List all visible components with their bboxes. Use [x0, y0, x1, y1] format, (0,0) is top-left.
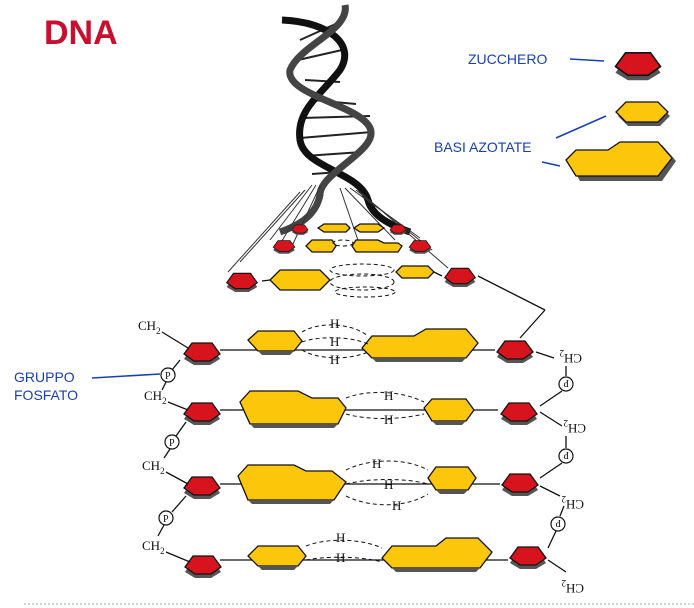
phosphate-symbol: P — [563, 449, 569, 460]
phosphate-circle — [158, 510, 174, 526]
ch2-label: CH2 — [142, 538, 165, 556]
helix-strand-2 — [278, 4, 375, 236]
h-bond-label: H — [330, 334, 339, 349]
sugar-legend-icon — [614, 51, 662, 82]
phosphate-symbol: P — [165, 371, 171, 382]
ch2-label: CH2 — [561, 494, 584, 512]
sugar-label: ZUCCHERO — [468, 51, 547, 67]
left-backbone: CH2 P CH2 P CH2 P CH2 — [138, 318, 191, 563]
large-base-legend-icon — [565, 141, 673, 177]
phosphate-label-line1: GRUPPO — [14, 369, 75, 385]
bases-label: BASI AZOTATE — [434, 139, 532, 155]
page-title: DNA — [44, 14, 118, 52]
helix-strand-1 — [281, 16, 412, 236]
h-bond-label: H — [330, 316, 339, 331]
base-pair-4: H H — [184, 530, 547, 579]
ch2-label: CH2 — [559, 348, 582, 366]
phosphate-circle — [558, 448, 574, 464]
h-bond-label: H — [392, 498, 401, 513]
ch2-label: CH2 — [561, 578, 584, 596]
legend: ZUCCHERO BASI AZOTATE GRUPPO FOSFATO — [14, 51, 676, 403]
base-pair-2: H H — [183, 388, 538, 428]
phosphate-symbol: P — [555, 517, 561, 528]
h-bond-label: H — [372, 456, 381, 471]
phosphate-symbol: P — [169, 438, 175, 449]
ch2-label: CH2 — [142, 458, 165, 476]
phosphate-symbol: P — [163, 514, 169, 525]
ch2-label: CH2 — [563, 418, 586, 436]
phosphate-symbol: P — [563, 377, 569, 388]
small-base-legend-icon — [615, 101, 669, 123]
phosphate-circle — [558, 376, 574, 392]
right-backbone: CH2 P CH2 P CH2 P CH2 — [535, 348, 586, 596]
h-bond-label: H — [336, 530, 345, 545]
phosphate-label-line2: FOSFATO — [14, 387, 78, 403]
h-bond-label: H — [330, 352, 339, 367]
h-bond-label: H — [384, 412, 393, 427]
base-pair-3: H H H — [183, 456, 539, 513]
phosphate-circle — [160, 367, 176, 383]
base-pair-1: H H H — [183, 316, 534, 367]
perspective-pairs — [226, 223, 546, 339]
ch2-label: CH2 — [138, 318, 161, 336]
phosphate-circle — [550, 516, 566, 532]
phosphate-circle — [164, 434, 180, 450]
h-bond-label: H — [384, 477, 393, 492]
h-bond-label: H — [384, 388, 393, 403]
h-bond-label: H — [336, 550, 345, 565]
ch2-label: CH2 — [144, 388, 167, 406]
